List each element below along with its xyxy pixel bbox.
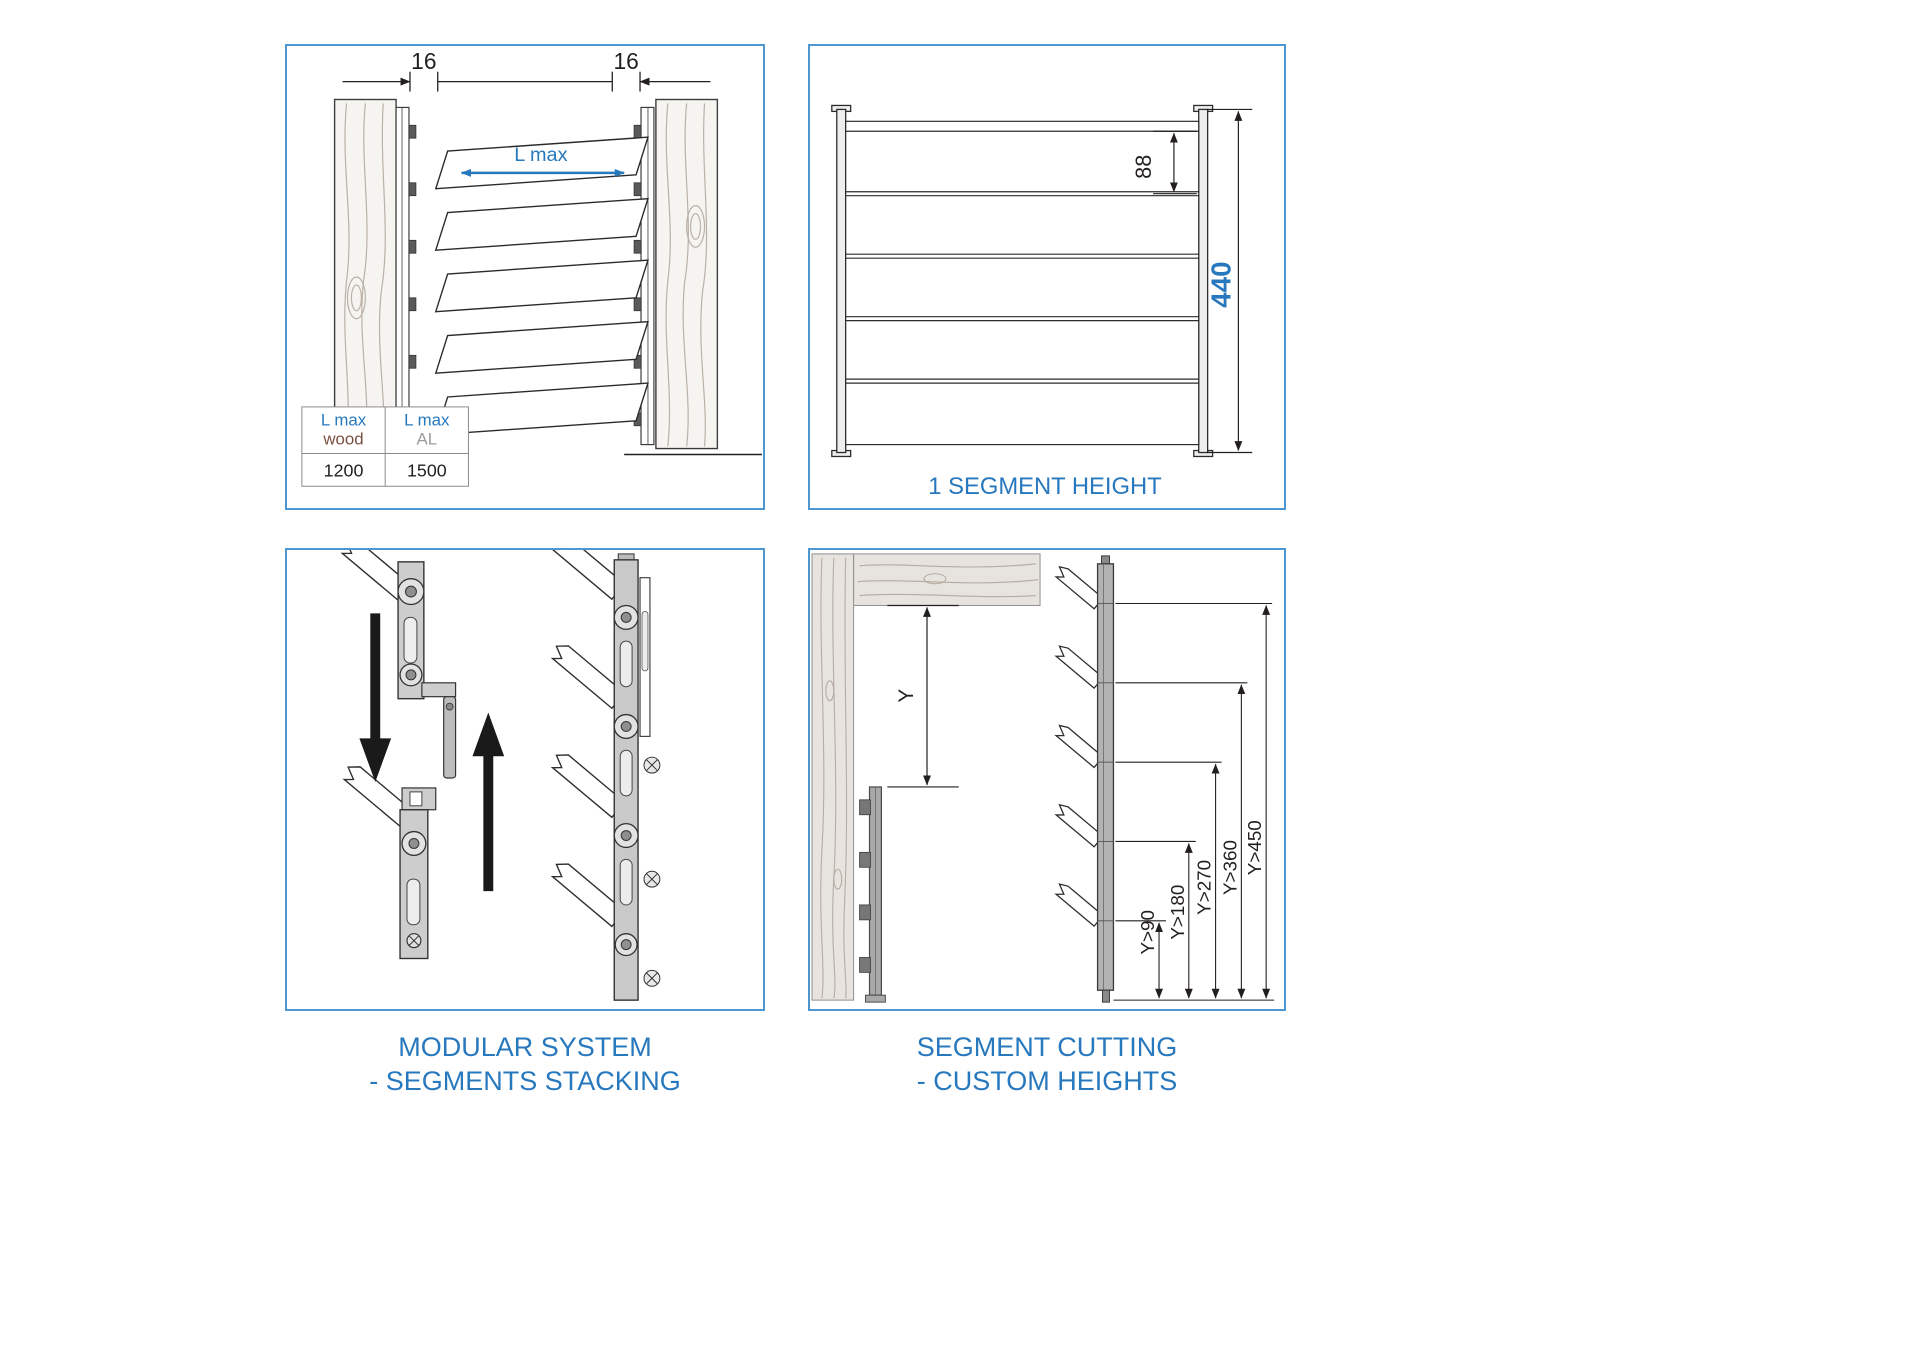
segment-height-drawing: 88 440 1 SEGMENT HEIGHT bbox=[831, 104, 1253, 500]
modular-system-drawing bbox=[337, 550, 661, 1001]
louver-slats bbox=[434, 136, 649, 436]
wood-grain bbox=[344, 103, 708, 447]
wood-corner-grain bbox=[820, 557, 1039, 999]
dim-cut-270: Y>270 bbox=[1194, 860, 1215, 915]
cut-dimensions bbox=[1113, 602, 1275, 1001]
wood-post-left bbox=[333, 98, 397, 450]
cut-strip bbox=[859, 786, 886, 1003]
lmax-table: L max wood L max AL 1200 1500 bbox=[301, 406, 469, 487]
y-dimension bbox=[887, 604, 959, 788]
table-header-wood-title: L max bbox=[321, 411, 367, 430]
louver-width-drawing: L max 16 16 L max wood L max bbox=[301, 48, 763, 487]
segment-height-dimension bbox=[1206, 108, 1253, 454]
screw-icons bbox=[643, 756, 661, 987]
panel-modular-system bbox=[285, 548, 765, 1011]
dim-y-label: Y bbox=[895, 689, 918, 703]
lmax-label: L max bbox=[514, 144, 567, 166]
connector-pin bbox=[443, 696, 457, 779]
arrow-up-icon bbox=[472, 712, 505, 892]
segment-cutting-caption: SEGMENT CUTTING - CUSTOM HEIGHTS bbox=[808, 1030, 1286, 1098]
dim-gap-right: 16 bbox=[613, 48, 638, 74]
mounting-strip-left bbox=[395, 106, 417, 446]
segment-slats bbox=[845, 120, 1200, 446]
lower-segment-profile bbox=[339, 760, 437, 960]
table-value-wood: 1200 bbox=[324, 460, 364, 480]
segment-cutting-drawing: Y bbox=[811, 553, 1275, 1003]
segment-height-caption: 1 SEGMENT HEIGHT bbox=[928, 473, 1161, 500]
dim-segment-height: 440 bbox=[1205, 261, 1236, 307]
segment-cutting-caption-line1: SEGMENT CUTTING bbox=[916, 1032, 1178, 1062]
panel-segment-height: 88 440 1 SEGMENT HEIGHT bbox=[808, 44, 1286, 510]
cut-profile bbox=[1052, 555, 1115, 1003]
dim-cut-180: Y>180 bbox=[1167, 885, 1188, 940]
table-header-wood-subtitle: wood bbox=[322, 430, 363, 449]
slat-height-dimension bbox=[1153, 130, 1197, 195]
upper-segment-profile bbox=[337, 550, 457, 779]
segment-cutting-caption-line2: - CUSTOM HEIGHTS bbox=[916, 1066, 1178, 1096]
assembled-column bbox=[548, 550, 661, 1001]
arrow-down-icon bbox=[359, 613, 392, 782]
table-header-al-title: L max bbox=[404, 411, 450, 430]
wood-post-right bbox=[655, 98, 719, 450]
table-value-al: 1500 bbox=[407, 460, 447, 480]
dim-cut-360: Y>360 bbox=[1219, 840, 1240, 895]
table-header-al-subtitle: AL bbox=[417, 430, 438, 449]
dim-gap-left: 16 bbox=[411, 48, 436, 74]
modular-system-caption-line1: MODULAR SYSTEM bbox=[398, 1032, 652, 1062]
modular-system-caption-line2: - SEGMENTS STACKING bbox=[369, 1066, 681, 1096]
panel-segment-cutting: Y bbox=[808, 548, 1286, 1011]
dim-slat-height: 88 bbox=[1131, 155, 1156, 179]
gap-dimensions bbox=[342, 71, 711, 92]
dim-cut-450: Y>450 bbox=[1244, 820, 1265, 875]
panel-louver-width: L max 16 16 L max wood L max bbox=[285, 44, 765, 510]
dim-cut-90: Y>90 bbox=[1137, 910, 1158, 955]
modular-system-caption: MODULAR SYSTEM - SEGMENTS STACKING bbox=[285, 1030, 765, 1098]
mounting-strip-right bbox=[633, 106, 655, 446]
